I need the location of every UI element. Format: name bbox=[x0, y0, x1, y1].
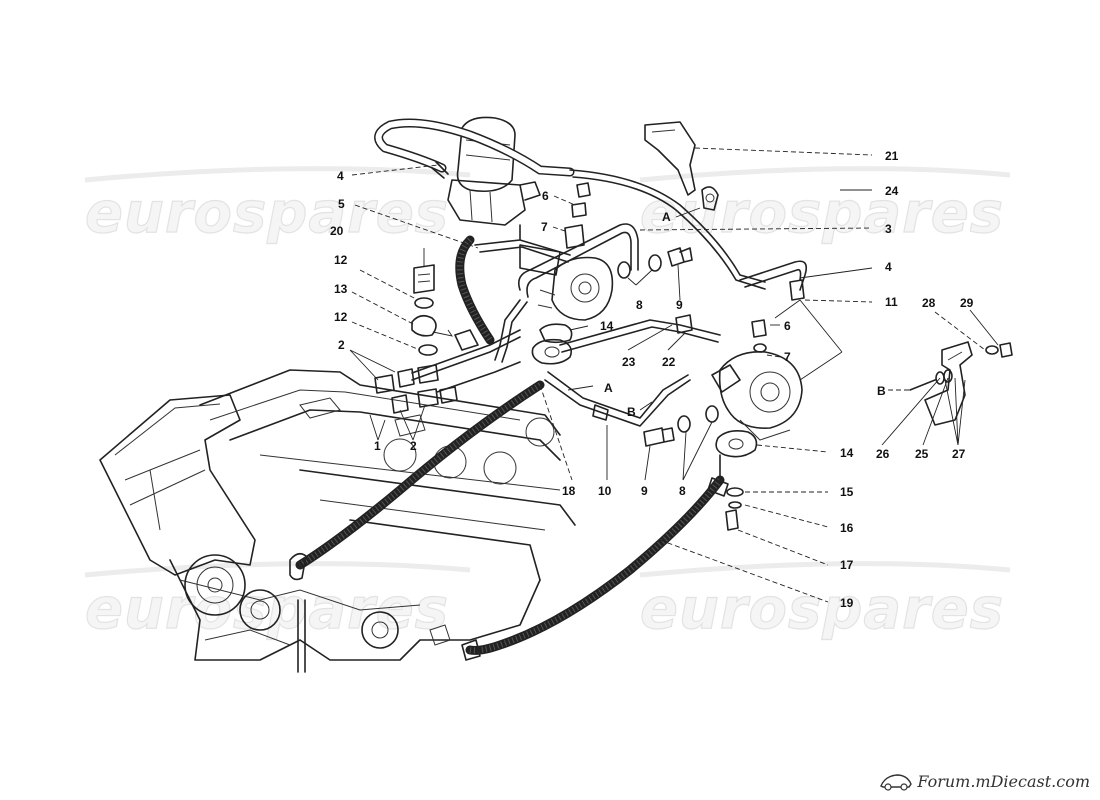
callout-7-top: 7 bbox=[541, 220, 548, 234]
callout-2-left: 2 bbox=[338, 338, 345, 352]
callout-1: 1 bbox=[374, 439, 381, 453]
callout-13: 13 bbox=[334, 282, 348, 296]
callout-B-center: B bbox=[627, 405, 636, 419]
fittings-6-7-right bbox=[751, 279, 805, 353]
callout-26: 26 bbox=[876, 447, 890, 461]
callout-14-right: 14 bbox=[840, 446, 854, 460]
watermark-top-right: eurospares bbox=[640, 181, 1004, 246]
callout-8-lower: 8 bbox=[679, 484, 686, 498]
callout-11: 11 bbox=[885, 295, 898, 309]
callout-3: 3 bbox=[885, 222, 892, 236]
hose-18 bbox=[289, 380, 545, 581]
callout-25: 25 bbox=[915, 447, 929, 461]
bracket-21 bbox=[644, 121, 696, 196]
car-logo-icon bbox=[880, 774, 913, 791]
bracket-25-29 bbox=[909, 341, 1013, 426]
callout-4-top-left: 4 bbox=[337, 169, 344, 183]
washers-bolt-top bbox=[617, 247, 693, 279]
callout-4-right: 4 bbox=[885, 260, 892, 274]
turbo-right bbox=[711, 351, 803, 441]
small-parts-15-17 bbox=[725, 487, 744, 531]
callout-18: 18 bbox=[562, 484, 576, 498]
callout-10: 10 bbox=[598, 484, 612, 498]
hose-19 bbox=[461, 454, 729, 661]
flange-14-center bbox=[531, 323, 573, 365]
callout-27: 27 bbox=[952, 447, 966, 461]
leader-lines bbox=[349, 147, 999, 603]
engine-block bbox=[99, 369, 576, 673]
turbo-left bbox=[519, 244, 614, 321]
callout-20: 20 bbox=[330, 224, 344, 238]
callout-14-center: 14 bbox=[600, 319, 614, 333]
callout-A-center: A bbox=[604, 381, 613, 395]
callout-28: 28 bbox=[922, 296, 936, 310]
watermarks: eurospares eurospares eurospares eurospa… bbox=[84, 166, 1011, 643]
hose-left-feed bbox=[455, 235, 495, 345]
clamp-24 bbox=[701, 186, 719, 211]
callout-6-top: 6 bbox=[542, 189, 549, 203]
fittings-6-7-top bbox=[564, 182, 591, 249]
pipe-10 bbox=[544, 371, 691, 427]
callout-B-right: B bbox=[877, 384, 886, 398]
callout-24: 24 bbox=[885, 184, 899, 198]
callout-12-lower: 12 bbox=[334, 310, 348, 324]
flange-14-right bbox=[715, 430, 758, 458]
callout-9-lower: 9 bbox=[641, 484, 648, 498]
callout-19: 19 bbox=[840, 596, 854, 610]
callout-16: 16 bbox=[840, 521, 854, 535]
oil-pipe-loop bbox=[517, 223, 639, 298]
callout-23: 23 bbox=[622, 355, 636, 369]
callout-6-right: 6 bbox=[784, 319, 791, 333]
site-logo-text: Forum.mDiecast.com bbox=[917, 771, 1090, 791]
watermark-bottom-right: eurospares bbox=[640, 577, 1004, 642]
oil-filter-assembly bbox=[447, 116, 541, 226]
site-logo: Forum.mDiecast.com bbox=[879, 768, 1090, 794]
washers-bolt-lower bbox=[643, 405, 719, 447]
callout-2-lower: 2 bbox=[410, 439, 417, 453]
hose-4-top bbox=[374, 118, 575, 179]
callout-12-upper: 12 bbox=[334, 253, 348, 267]
callout-21: 21 bbox=[885, 149, 899, 163]
callout-17: 17 bbox=[840, 558, 854, 572]
callout-labels: 4 5 6 7 A 21 24 3 4 11 6 7 20 12 13 12 2… bbox=[330, 149, 974, 610]
callout-A-top: A bbox=[662, 210, 671, 224]
watermark-top-left: eurospares bbox=[85, 181, 449, 246]
callout-7-right: 7 bbox=[784, 350, 791, 364]
watermark-bottom-left: eurospares bbox=[85, 577, 449, 642]
callout-8-upper: 8 bbox=[636, 298, 643, 312]
fitting-cluster-left bbox=[374, 264, 521, 414]
pipe-to-turbo bbox=[559, 314, 721, 353]
callout-15: 15 bbox=[840, 485, 854, 499]
callout-22: 22 bbox=[662, 355, 676, 369]
callout-9-upper: 9 bbox=[676, 298, 683, 312]
callout-5: 5 bbox=[338, 197, 345, 211]
callout-29: 29 bbox=[960, 296, 974, 310]
